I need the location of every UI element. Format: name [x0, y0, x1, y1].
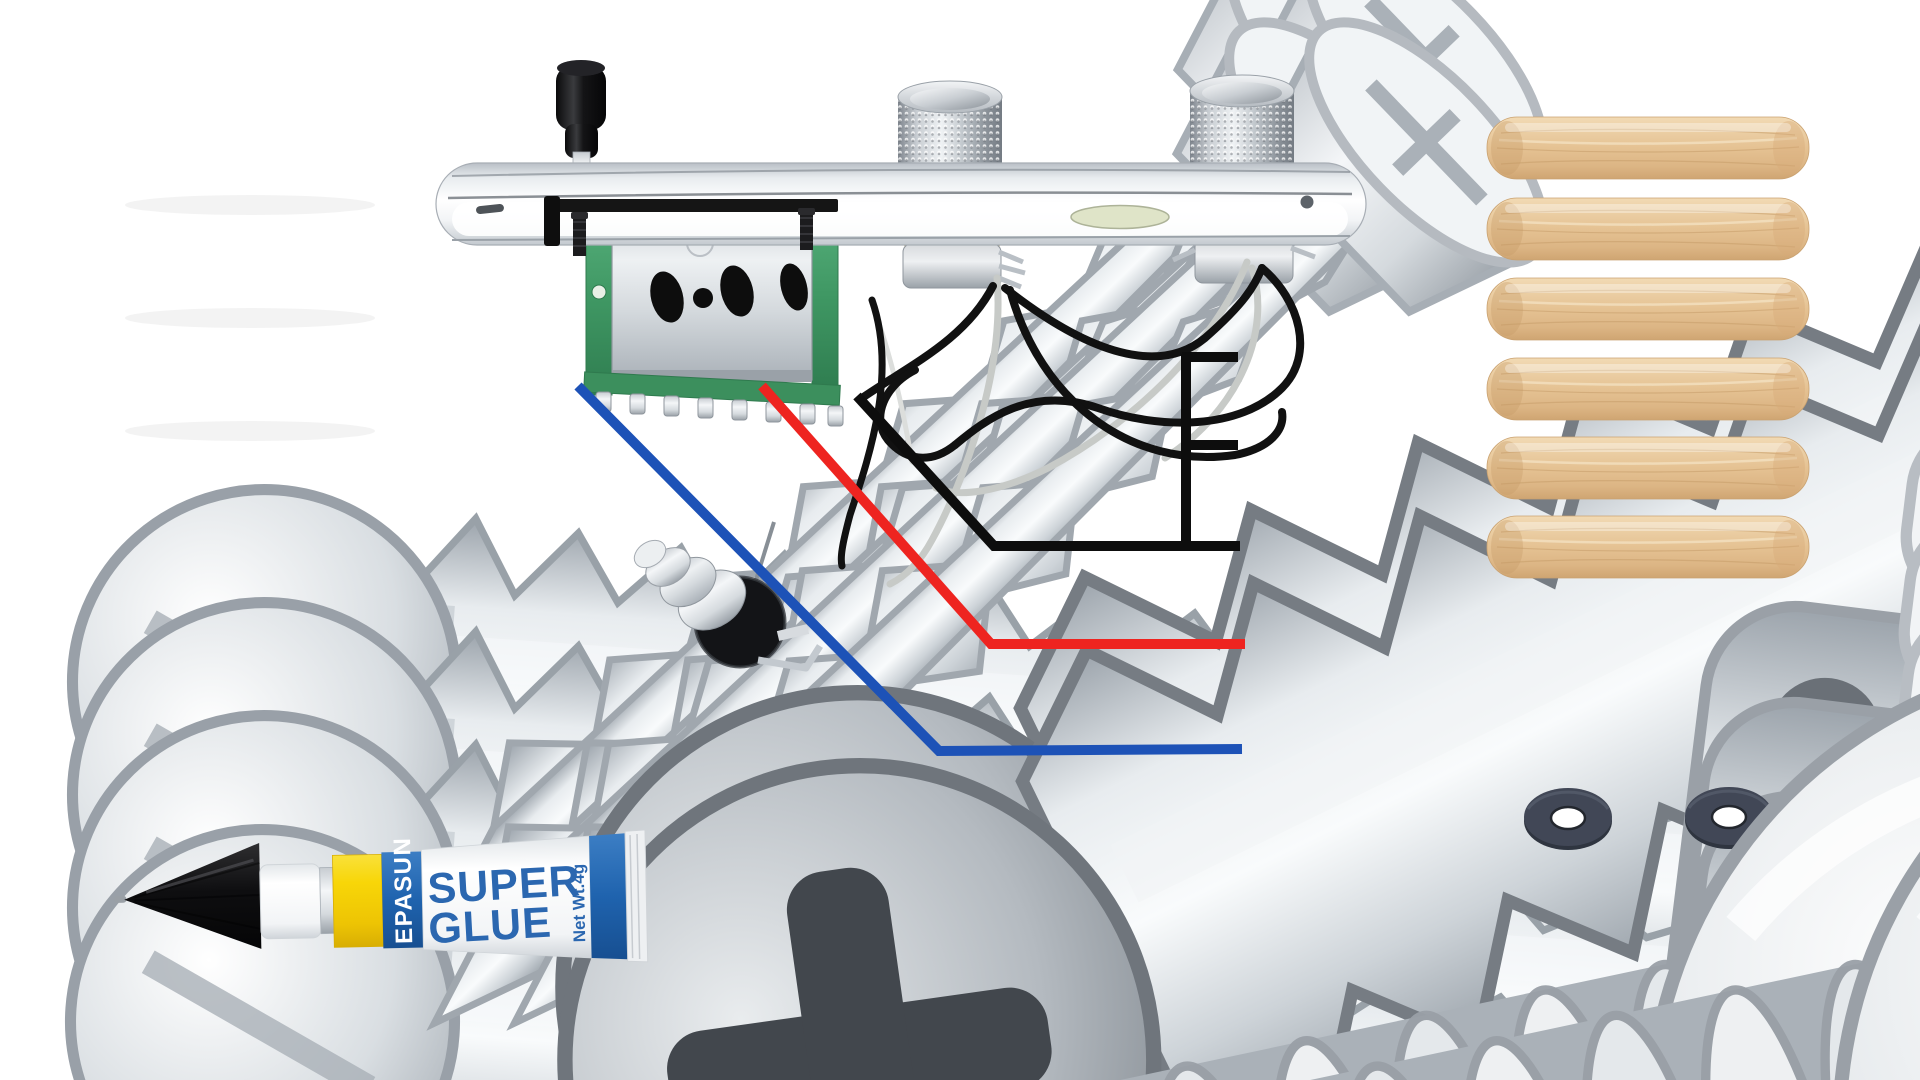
super-glue-tube: EPASUN SUPER GLUE Net Wt.4g [114, 829, 649, 963]
red-wire-line [758, 382, 1245, 649]
rubber-washer [1524, 788, 1612, 850]
black-wire-branches [1181, 352, 1238, 551]
switch-mounting-stud [798, 208, 815, 250]
switch-solder-lugs [595, 391, 844, 427]
switch-lever-arm [544, 196, 838, 246]
blue-wire-line [574, 382, 1243, 757]
glue-title-line2: GLUE [427, 899, 553, 954]
glue-nozzle-pin [114, 895, 127, 903]
glue-end-band [589, 833, 628, 960]
glue-brand-band [381, 851, 424, 949]
wood-dowel [1486, 277, 1810, 341]
wood-dowel [1486, 436, 1810, 500]
glue-brand-text: EPASUN [389, 836, 418, 944]
wire-harness [837, 258, 1305, 588]
glue-crimp [624, 829, 649, 963]
plate-oval-hole [1070, 204, 1170, 230]
chrome-control-plate [435, 162, 1367, 246]
wood-dowel [1486, 197, 1810, 261]
wood-dowel [1486, 515, 1810, 579]
glue-title-line1: SUPER [426, 857, 582, 913]
glue-net-weight: Net Wt.4g [569, 864, 590, 943]
glue-body [420, 835, 593, 959]
glue-yellow-band [332, 853, 384, 948]
glue-neck [319, 866, 335, 935]
wood-dowels [1486, 116, 1810, 579]
control-plate-assembly [435, 60, 1367, 672]
wood-dowel [1486, 116, 1810, 180]
switch-mounting-stud [571, 212, 588, 256]
plate-screw-hole [1300, 195, 1314, 209]
plate-screw-slot [476, 203, 504, 215]
switch-tip [556, 60, 606, 189]
output-jack [633, 521, 823, 672]
wood-dowel [1486, 357, 1810, 421]
black-wire-line [853, 392, 1240, 551]
glue-collar [259, 863, 322, 940]
wiring-diagram-lines [574, 352, 1245, 757]
